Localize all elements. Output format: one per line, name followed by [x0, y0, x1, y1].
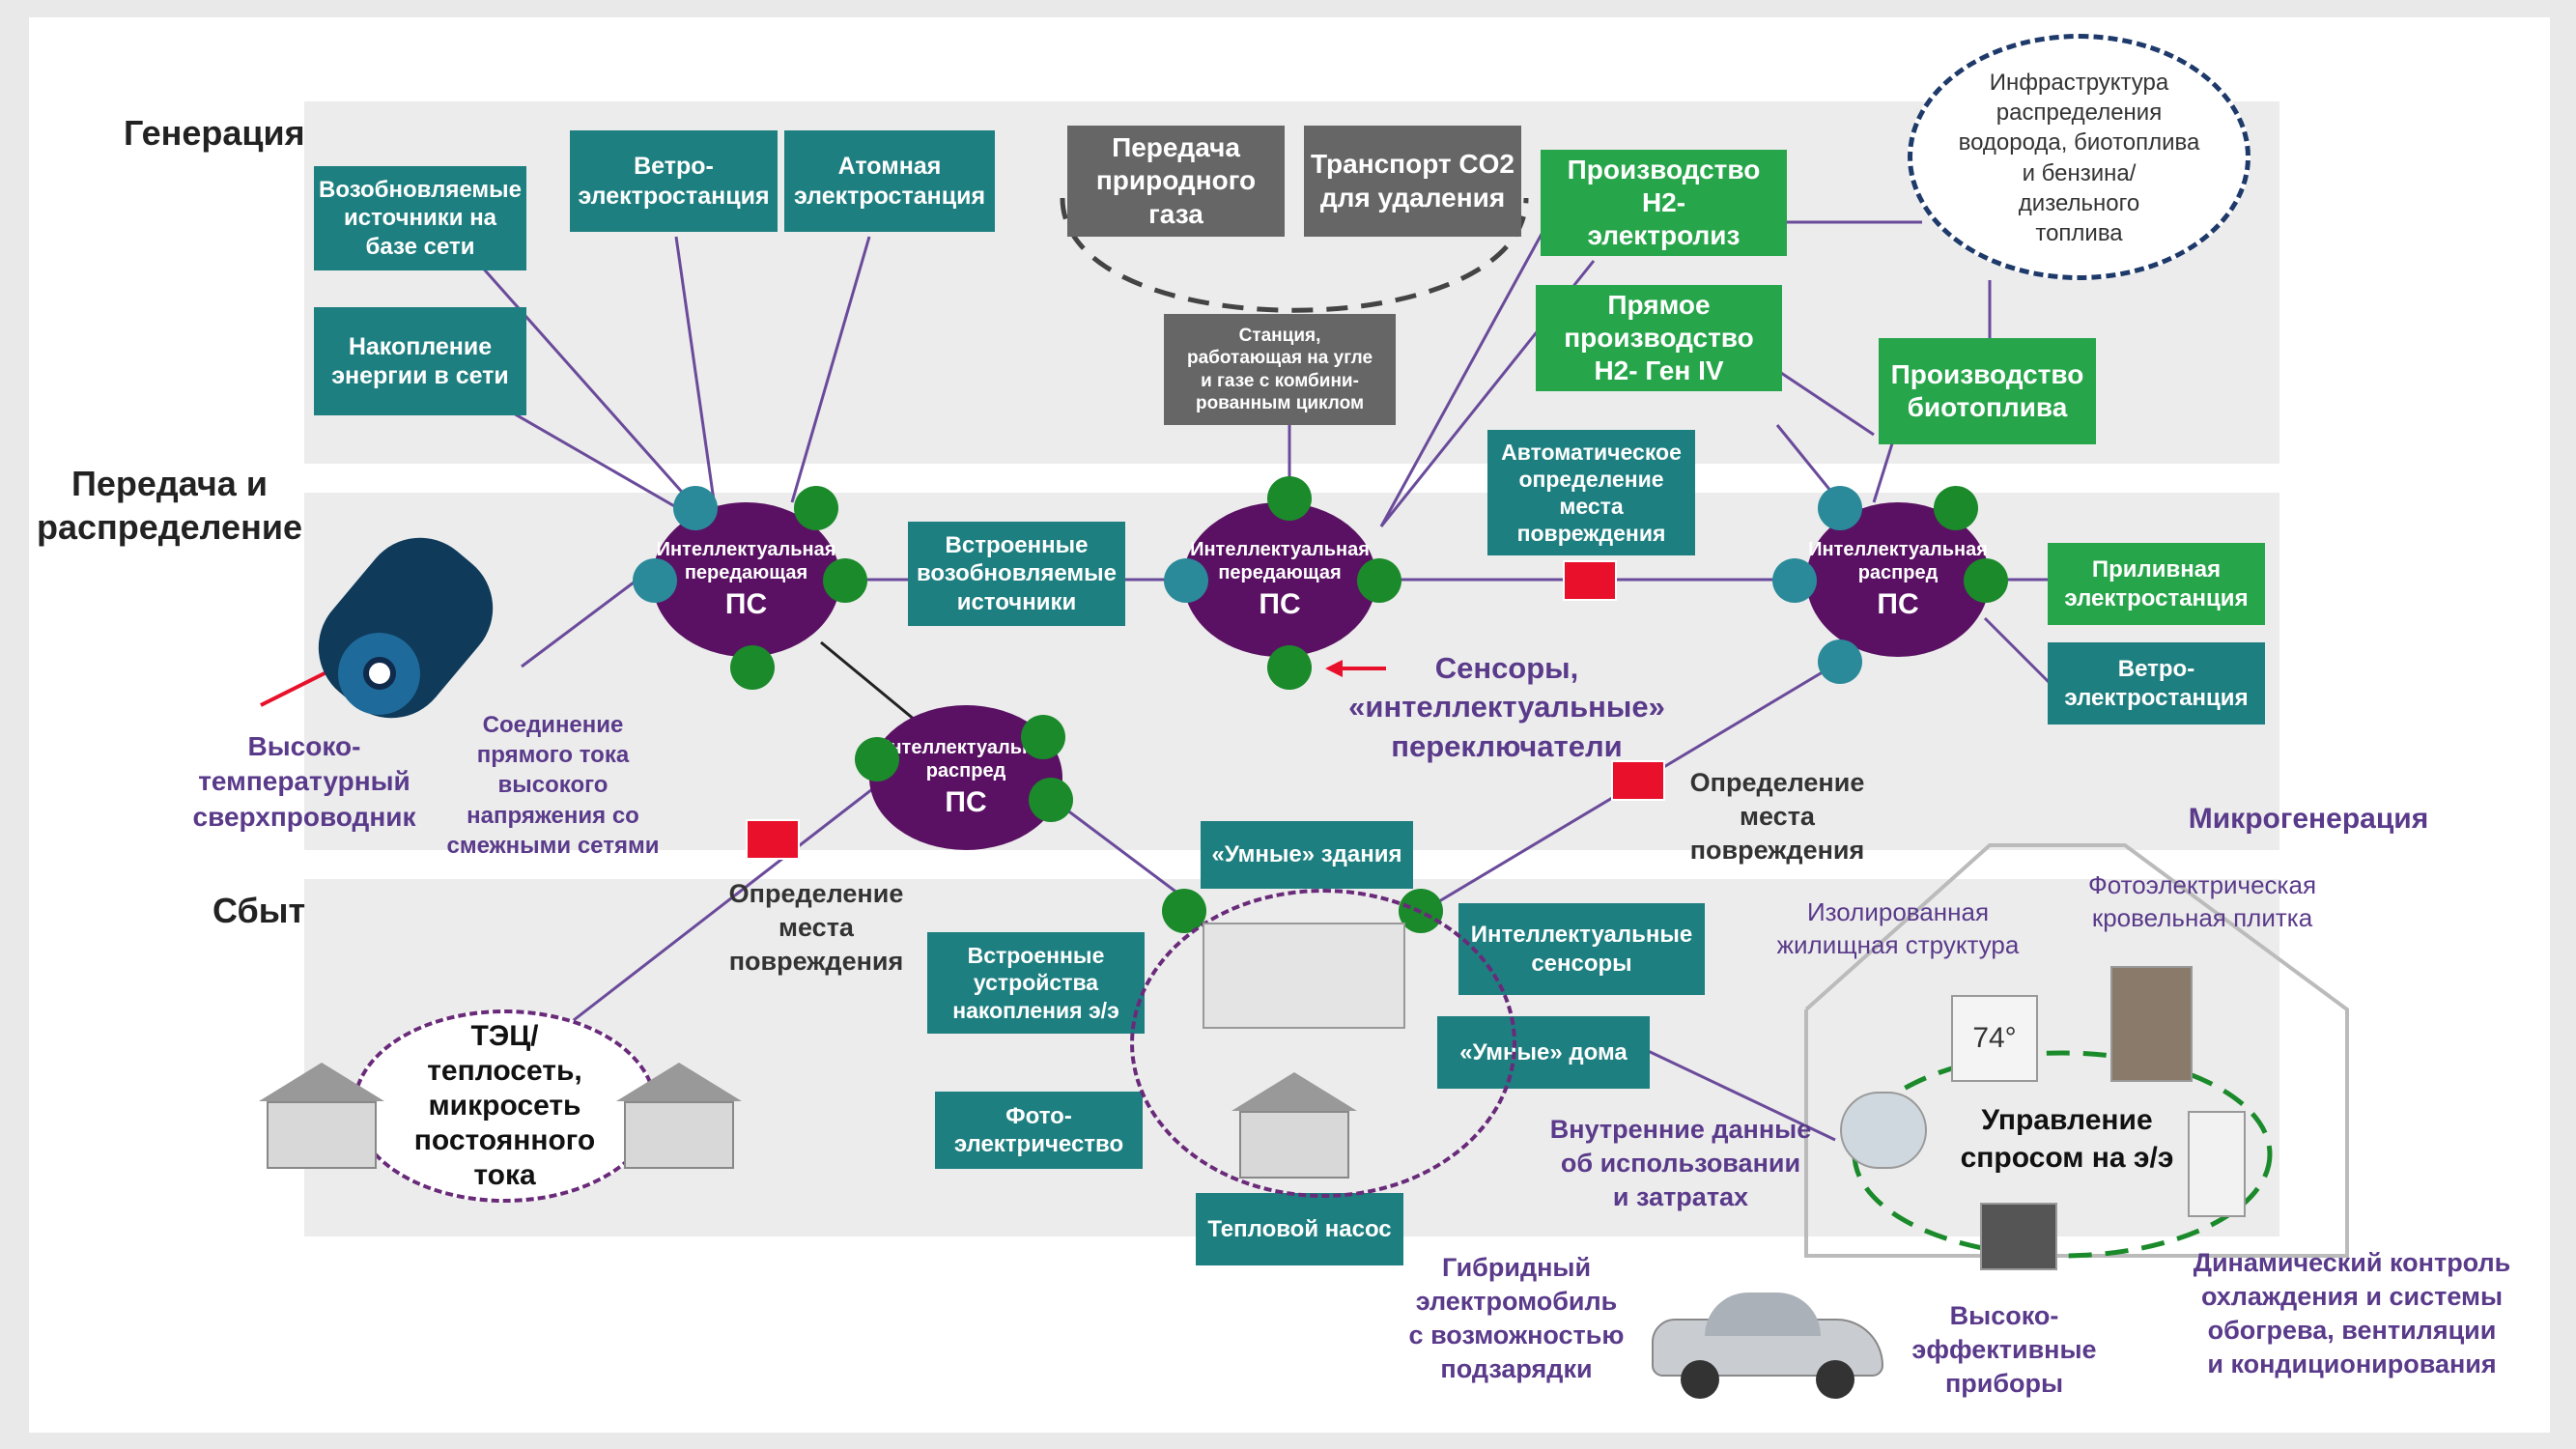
box-coal-gas-station: Станция, работающая на угле и газе с ком… — [1164, 314, 1396, 425]
row-label-sales: Сбыт — [212, 891, 306, 930]
label-microgeneration: Микрогенерация — [2188, 803, 2429, 835]
smart-meter-image — [1840, 1092, 1927, 1169]
chp-house-right-roof — [616, 1063, 742, 1101]
label-superconductor: Высоко- температурный сверхпроводник — [192, 731, 416, 832]
label-hvac: Динамический контроль охлаждения и систе… — [2193, 1248, 2511, 1379]
heat-pump-house-body — [1239, 1111, 1349, 1179]
box-embedded-renewables: Встроенные возобновляемые источники — [908, 522, 1125, 626]
row-label-transmission: Передача и распределение — [37, 464, 302, 547]
box-auto-fault: Автоматическое определение места поврежд… — [1487, 430, 1695, 555]
node1-green-dot-right — [823, 558, 867, 603]
label-isolated-housing: Изолированная жилищная структура — [1776, 897, 2020, 959]
node-distribution-left-ps: ПС — [945, 786, 987, 818]
node3-teal-dot-top — [1818, 486, 1862, 530]
box-photo-electricity: Фото- электричество — [935, 1092, 1143, 1169]
node-transmission-2-ps: ПС — [1259, 588, 1301, 620]
fault-marker-transmission — [1563, 560, 1617, 601]
chp-house-left-body — [267, 1101, 377, 1169]
chp-house-right-body — [624, 1101, 734, 1169]
office-building-image — [1203, 923, 1405, 1029]
box-storage-grid: Накопление энергии в сети — [314, 307, 526, 415]
chp-ellipse — [353, 1009, 657, 1203]
label-sensors: Сенсоры, «интеллектуальные» переключател… — [1348, 651, 1665, 763]
hybrid-car-image — [1652, 1285, 1883, 1401]
label-internal-data: Внутренние данные об использовании и зат… — [1549, 1115, 1812, 1212]
thermostat-reading: 74° — [1972, 1022, 2017, 1054]
car-wheel-rear — [1816, 1360, 1854, 1399]
chp-house-left — [259, 1063, 384, 1169]
node1-teal-dot-top — [673, 486, 718, 530]
label-pv-roof: Фотоэлектрическая кровельная плитка — [2087, 870, 2317, 932]
heat-pump-house-image — [1231, 1072, 1357, 1179]
box-h2-electrolysis: Производство Н2- электролиз — [1541, 150, 1787, 256]
label-fault-left: Определение места повреждения — [728, 879, 904, 977]
box-wind-station-right: Ветро- электростанция — [2048, 642, 2265, 724]
box-gas-transfer: Передача природного газа — [1067, 126, 1285, 237]
box-embedded-storage: Встроенные устройства накопления э/э — [927, 932, 1145, 1034]
fault-marker-left — [746, 819, 800, 860]
superconductor-core — [363, 657, 396, 690]
node-transmission-1-ps: ПС — [724, 588, 768, 620]
label-dc-connection: Соединение прямого тока высокого напряже… — [446, 712, 660, 859]
fault-marker-right — [1611, 760, 1665, 801]
label-infrastructure: Инфраструктура распределения водорода, б… — [1958, 70, 2200, 246]
node-distribution-right-title: Интеллектуальная распред — [1808, 539, 1988, 583]
node2-green-dot-right — [1357, 558, 1401, 603]
box-smart-buildings: «Умные» здания — [1201, 821, 1413, 889]
node-transmission-1-title: Интеллектуальная передающая — [656, 539, 836, 583]
node2-green-dot-top — [1267, 476, 1312, 521]
node2-green-dot-bottom — [1267, 645, 1312, 690]
label-demand-management: Управление спросом на э/э — [1960, 1104, 2174, 1174]
box-nuclear: Атомная электростанция — [784, 130, 995, 232]
box-heat-pump: Тепловой насос — [1196, 1193, 1403, 1265]
node2-teal-dot-left — [1164, 558, 1208, 603]
node-distribution-left-title: Интеллектуальная распред — [876, 737, 1056, 781]
tv-image — [1980, 1203, 2057, 1270]
node3-teal-dot-left — [1772, 558, 1817, 603]
infrastructure-ellipse — [1908, 34, 2250, 280]
heat-pump-house-roof — [1231, 1072, 1357, 1111]
car-roof — [1705, 1293, 1821, 1336]
row-label-generation: Генерация — [124, 113, 305, 153]
node4-green-dot-top — [1021, 715, 1065, 759]
box-tidal: Приливная электростанция — [2048, 543, 2265, 625]
node1-green-dot-top — [794, 486, 838, 530]
node1-green-dot-bottom — [730, 645, 775, 690]
smart-building-ellipse — [1130, 889, 1516, 1198]
node-transmission-2: Интеллектуальная передающая ПС — [1183, 502, 1376, 657]
node-distribution-right-ps: ПС — [1877, 588, 1919, 620]
node-transmission-2-title: Интеллектуальная передающая — [1190, 539, 1370, 583]
chp-house-right — [616, 1063, 742, 1169]
box-wind-station-top: Ветро- электростанция — [570, 130, 778, 232]
label-chp: ТЭЦ/ теплосеть, микросеть постоянного то… — [413, 1020, 596, 1191]
node4-green-dot-left — [855, 737, 899, 781]
person-photo — [2110, 966, 2193, 1082]
node1-teal-dot-left — [633, 558, 677, 603]
thermostat-image: 74° — [1951, 995, 2038, 1082]
label-fault-right: Определение места повреждения — [1689, 768, 1865, 866]
box-renewables-grid: Возобновляемые источники на базе сети — [314, 166, 526, 270]
fridge-image — [2188, 1111, 2246, 1217]
node3-green-dot-top — [1934, 486, 1978, 530]
chp-house-left-roof — [259, 1063, 384, 1101]
car-wheel-front — [1681, 1360, 1719, 1399]
label-efficient-devices: Высоко- эффективные приборы — [1911, 1301, 2097, 1399]
box-biofuel: Производство биотоплива — [1879, 338, 2096, 444]
node3-teal-dot-bottom — [1818, 639, 1862, 684]
node4-green-dot-right — [1029, 778, 1073, 822]
label-hybrid-car: Гибридный электромобиль с возможностью п… — [1408, 1253, 1625, 1384]
node3-green-dot-right — [1964, 558, 2008, 603]
box-h2-direct: Прямое производство Н2- Ген IV — [1536, 285, 1782, 391]
box-co2-transport: Транспорт CO2 для удаления — [1304, 126, 1521, 237]
